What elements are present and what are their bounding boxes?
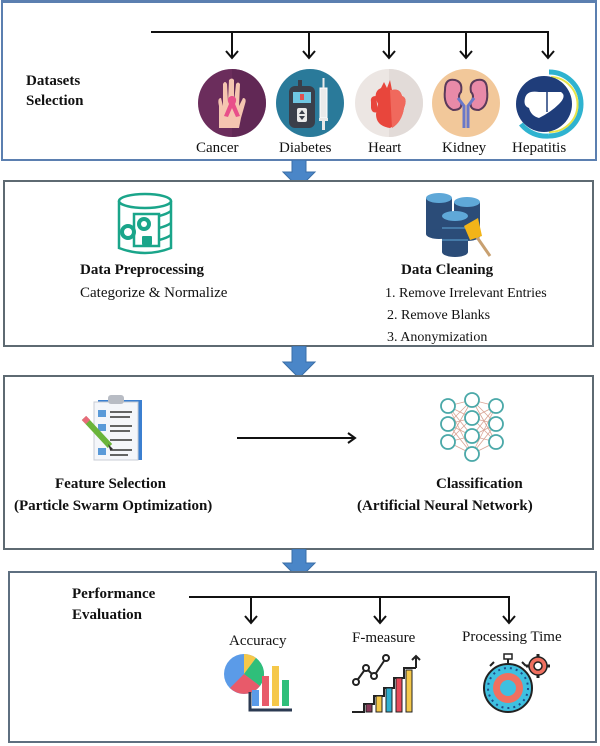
preprocessing-subtitle-text: Categorize & Normalize bbox=[80, 285, 228, 301]
flow-arrow-down-2 bbox=[281, 346, 317, 379]
classification-title: Classification bbox=[436, 476, 523, 492]
evaluation-branch-connector bbox=[189, 596, 516, 625]
cleaning-step-2: 2. Remove Blanks bbox=[387, 308, 491, 323]
database-gears-icon bbox=[117, 192, 173, 255]
preprocessing-box bbox=[3, 180, 594, 347]
heart-organ-icon bbox=[355, 69, 423, 137]
nn-link bbox=[471, 405, 497, 455]
feature-selection-subtitle: (Particle Swarm Optimization) bbox=[14, 498, 213, 514]
cleaning-step-1: 1. Remove Irrelevant Entries bbox=[385, 286, 547, 301]
metric-label-accuracy: Accuracy bbox=[229, 633, 287, 649]
feature-selection-title: Feature Selection bbox=[55, 476, 166, 492]
dataset-label-cancer: Cancer bbox=[196, 140, 239, 156]
datasets-title-line1: Datasets bbox=[26, 73, 81, 89]
feature-to-classification-arrow bbox=[237, 432, 357, 444]
glucose-meter-syringe-icon bbox=[276, 69, 344, 137]
cleaning-step-3: 3. Anonymization bbox=[387, 330, 488, 345]
liver-icon bbox=[516, 69, 584, 139]
neural-network-icon bbox=[440, 392, 504, 462]
cancer-hand-ribbon-icon bbox=[198, 69, 266, 137]
classification-subtitle: (Artificial Neural Network) bbox=[357, 498, 533, 514]
nn-node bbox=[464, 428, 480, 444]
nn-node bbox=[488, 434, 504, 450]
datasets-branch-connector bbox=[151, 31, 555, 60]
nn-node bbox=[488, 398, 504, 414]
nn-node bbox=[440, 416, 456, 432]
dataset-label-heart: Heart bbox=[368, 140, 402, 156]
database-broom-icon bbox=[426, 193, 492, 257]
nn-node bbox=[464, 392, 480, 408]
evaluation-title-line2: Evaluation bbox=[72, 607, 143, 623]
metric-label-processing-time: Processing Time bbox=[462, 629, 562, 645]
dataset-label-diabetes: Diabetes bbox=[279, 140, 332, 156]
preprocessing-title: Data Preprocessing bbox=[80, 262, 205, 278]
nn-node bbox=[488, 416, 504, 432]
nn-node bbox=[464, 446, 480, 462]
cleaning-title: Data Cleaning bbox=[401, 262, 494, 278]
stopwatch-gear-icon bbox=[483, 653, 550, 713]
nn-node bbox=[440, 434, 456, 450]
dataset-label-hepatitis: Hepatitis bbox=[512, 140, 567, 156]
kidneys-icon bbox=[432, 69, 500, 137]
growth-chart-icon bbox=[352, 654, 421, 713]
pie-bar-chart-icon bbox=[224, 654, 292, 712]
nn-node bbox=[440, 398, 456, 414]
dataset-label-kidney: Kidney bbox=[442, 140, 487, 156]
evaluation-title-line1: Performance bbox=[72, 586, 156, 602]
metric-label-f-measure: F-measure bbox=[352, 630, 416, 646]
datasets-title-line2: Selection bbox=[26, 93, 84, 109]
nn-node bbox=[464, 410, 480, 426]
clipboard-checklist-icon bbox=[81, 395, 142, 461]
nn-link bbox=[447, 399, 473, 443]
performance-evaluation-box bbox=[8, 571, 597, 743]
